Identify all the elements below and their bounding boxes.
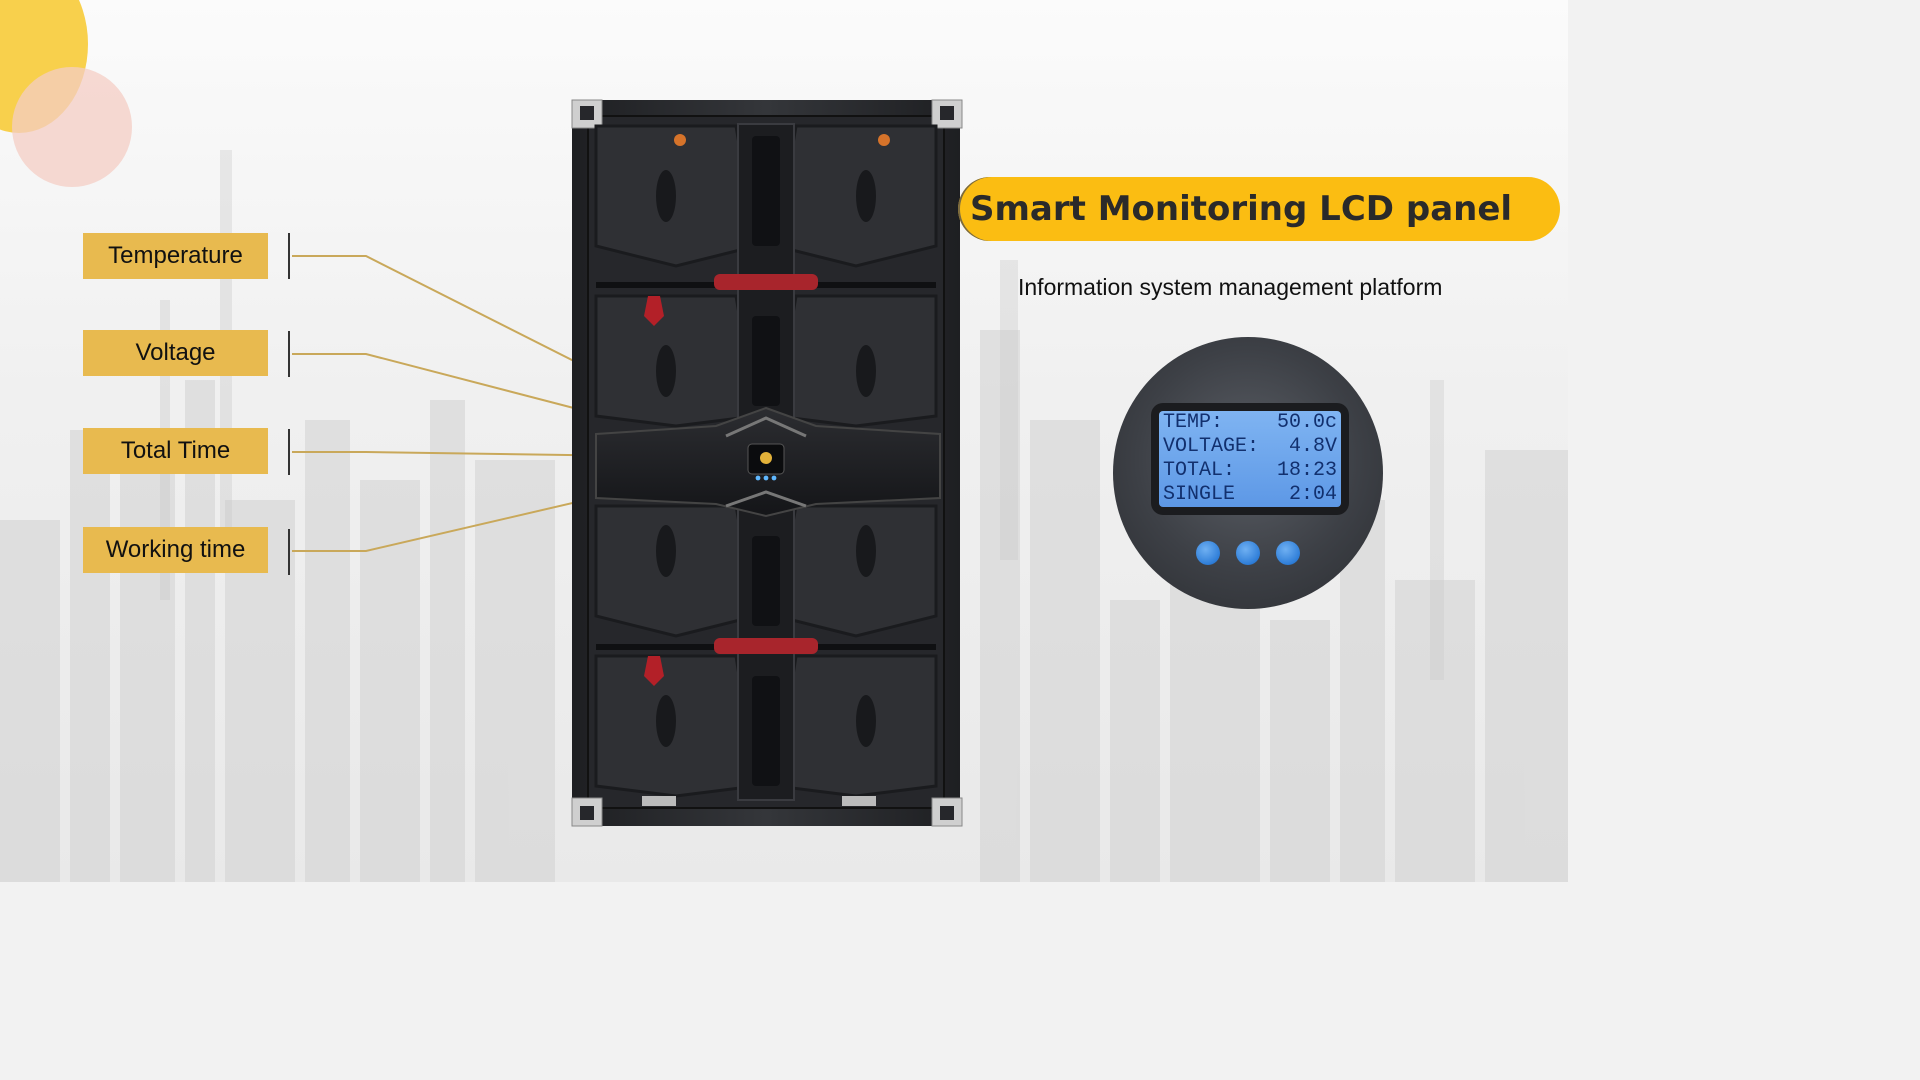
lcd-row-temp: TEMP: 50.0c bbox=[1163, 411, 1337, 435]
lcd-value: 4.8V bbox=[1288, 435, 1337, 458]
lcd-row-single: SINGLE 2:04 bbox=[1163, 483, 1337, 507]
decorative-pink-circle bbox=[12, 67, 132, 187]
slide: Temperature Voltage Total Time Working t… bbox=[0, 0, 1568, 882]
lcd-screen: TEMP: 50.0c VOLTAGE: 4.8V TOTAL: 18:23 S… bbox=[1159, 411, 1341, 507]
lcd-key: VOLTAGE: bbox=[1163, 435, 1260, 458]
lcd-value: 18:23 bbox=[1276, 459, 1337, 482]
lcd-button-3 bbox=[1276, 541, 1300, 565]
label-divider bbox=[288, 233, 290, 279]
lcd-button-2 bbox=[1236, 541, 1260, 565]
subtitle: Information system management platform bbox=[1018, 274, 1443, 300]
title-banner: Smart Monitoring LCD panel bbox=[958, 177, 1560, 241]
label-divider bbox=[288, 429, 290, 475]
lcd-key: TOTAL: bbox=[1163, 459, 1236, 482]
page-title: Smart Monitoring LCD panel bbox=[970, 189, 1513, 229]
lcd-value: 50.0c bbox=[1276, 411, 1337, 434]
label-working-time: Working time bbox=[83, 527, 268, 573]
label-total-time: Total Time bbox=[83, 428, 268, 474]
lcd-row-voltage: VOLTAGE: 4.8V bbox=[1163, 435, 1337, 459]
lcd-button-1 bbox=[1196, 541, 1220, 565]
label-voltage: Voltage bbox=[83, 330, 268, 376]
label-temperature: Temperature bbox=[83, 233, 268, 279]
lcd-value: 2:04 bbox=[1288, 483, 1337, 506]
label-divider bbox=[288, 529, 290, 575]
lcd-row-total: TOTAL: 18:23 bbox=[1163, 459, 1337, 483]
lcd-key: TEMP: bbox=[1163, 411, 1224, 434]
lcd-closeup: TEMP: 50.0c VOLTAGE: 4.8V TOTAL: 18:23 S… bbox=[1113, 337, 1383, 609]
lcd-bezel: TEMP: 50.0c VOLTAGE: 4.8V TOTAL: 18:23 S… bbox=[1151, 403, 1349, 515]
label-divider bbox=[288, 331, 290, 377]
lcd-key: SINGLE bbox=[1163, 483, 1236, 506]
led-cabinet-rear-image bbox=[571, 99, 963, 827]
